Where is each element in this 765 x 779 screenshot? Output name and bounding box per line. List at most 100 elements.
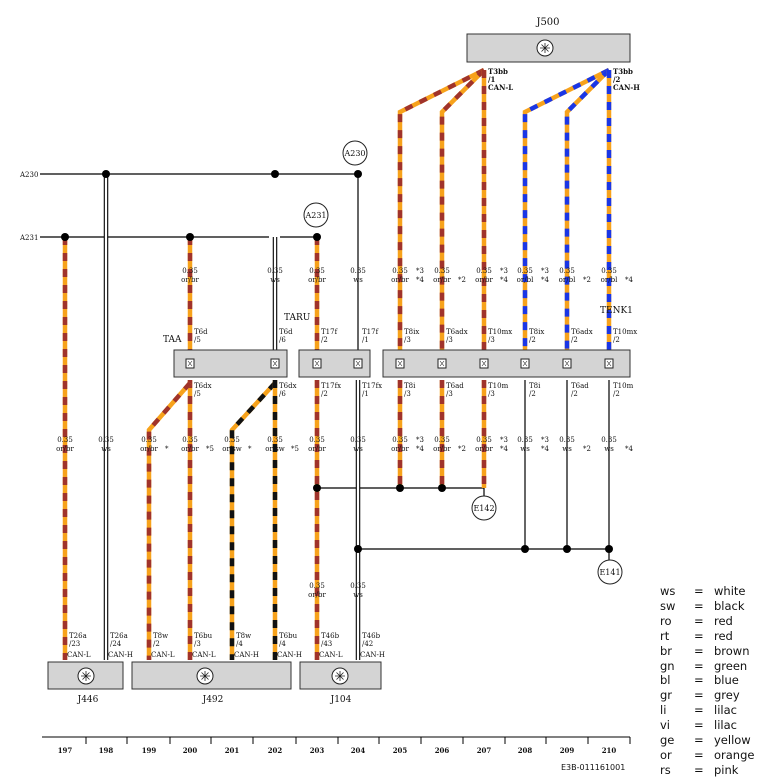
column-number: 201 (225, 746, 240, 755)
connector-pin-mark (272, 360, 278, 367)
wire-note: * (165, 445, 169, 453)
connector-id-top: T6adx (571, 328, 593, 336)
wire-note: *3 (541, 267, 549, 275)
wire-size-label: 0.35 (559, 436, 575, 444)
legend-eq: = (694, 598, 704, 613)
wire-note: *4 (541, 276, 550, 284)
column-number: 210 (602, 746, 617, 755)
legend-name: lilac (714, 718, 737, 733)
wire-note: *3 (500, 267, 508, 275)
wire-note: *5 (206, 445, 214, 453)
device-pin-number: /24 (110, 640, 122, 648)
wire-color-label: ws (353, 276, 363, 284)
wire-note: *3 (541, 436, 549, 444)
connector-pin-bottom: /6 (279, 390, 286, 398)
wire-206-top (439, 68, 486, 350)
device-pin-signal: CAN-H (234, 651, 259, 659)
wire-color-label: or/bl (517, 276, 534, 284)
wire-note: *4 (500, 276, 509, 284)
wire-size-label: 0.35 (224, 436, 240, 444)
wire-note: *4 (541, 445, 550, 453)
wire-size-label: 0.35 (434, 267, 450, 275)
device-pin-number: /2 (153, 640, 160, 648)
device-pin-number: /43 (321, 640, 332, 648)
wire-size-label: 0.35 (476, 267, 492, 275)
legend-row: br=brown (660, 644, 765, 659)
connector-pin-mark (355, 360, 361, 367)
legend-code: gn (660, 658, 675, 673)
wire-size-label: 0.35 (517, 267, 533, 275)
junction-dot (354, 545, 362, 553)
wire-note: *4 (416, 445, 425, 453)
connector-pin-top: /3 (488, 336, 495, 344)
legend-code: ge (660, 733, 675, 748)
device-pin-id: T46b (321, 632, 340, 640)
column-number: 198 (99, 746, 114, 755)
device-pin-number: /4 (236, 640, 243, 648)
wire-size-label: 0.35 (350, 582, 366, 590)
column-number: 207 (477, 746, 492, 755)
wire-color-label: or/br (181, 445, 199, 453)
wire-199-stripe (146, 381, 192, 660)
legend-code: rs (660, 762, 671, 777)
label-j500: J500 (535, 17, 559, 28)
wire-color-label: or/bl (559, 276, 576, 284)
legend-code: br (660, 643, 673, 658)
column-number: 205 (393, 746, 408, 755)
wire-note: *3 (416, 267, 424, 275)
label-tenk1: TENK1 (600, 306, 633, 316)
legend-code: li (660, 703, 667, 718)
wire-size-label: 0.35 (267, 436, 283, 444)
wire-note: *2 (583, 445, 591, 453)
column-number: 202 (268, 746, 283, 755)
junction-dot (313, 233, 321, 241)
connector-id-top: T6d (194, 328, 208, 336)
junction-dot (521, 545, 529, 553)
label-taru: TARU (284, 313, 311, 323)
wire-size-label: 0.35 (392, 267, 408, 275)
j500-pin-can-l: CAN-L (488, 83, 513, 92)
device-pin-signal: CAN-L (319, 651, 343, 659)
control-unit-j492-icon-glyph (200, 671, 210, 681)
legend-eq: = (694, 688, 704, 703)
control-unit-j446-icon-glyph (81, 671, 91, 681)
connector-pin-mark (606, 360, 612, 367)
wire-color-label: or/br (308, 591, 326, 599)
legend-row: ro=red (660, 614, 765, 629)
column-number: 206 (435, 746, 450, 755)
legend-eq: = (694, 584, 704, 598)
wire-color-label: ws (101, 445, 111, 453)
device-pin-signal: CAN-L (151, 651, 175, 659)
connector-pin-top: /3 (404, 336, 411, 344)
legend-name: red (714, 628, 733, 643)
device-pin-signal: CAN-L (67, 651, 91, 659)
wire-color-label: or/br (181, 276, 199, 284)
wire-size-label: 0.35 (350, 436, 366, 444)
node-a230-label: A230 (343, 149, 365, 158)
connector-id-bottom: T8i (529, 382, 541, 390)
wire-size-label: 0.35 (601, 267, 617, 275)
connector-pin-top: /1 (362, 336, 369, 344)
legend-name: green (714, 658, 748, 673)
wire-206-top-stripe (439, 68, 486, 350)
connector-id-bottom: T17fx (362, 382, 382, 390)
wire-note: *2 (583, 276, 591, 284)
connector-pin-mark (564, 360, 570, 367)
device-pin-id: T8w (153, 632, 168, 640)
junction-dot (61, 233, 69, 241)
wire-size-label: 0.35 (309, 436, 325, 444)
wire-color-label: or/br (475, 445, 493, 453)
wire-color-label: or/br (391, 276, 409, 284)
wire-color-label: or/sw (222, 445, 242, 453)
junction-dot (563, 545, 571, 553)
legend-row: li=lilac (660, 703, 765, 718)
wire-size-label: 0.35 (57, 436, 73, 444)
node-a230 (342, 140, 368, 166)
legend-eq: = (694, 762, 704, 777)
connector-id-top: T17f (321, 328, 339, 336)
wire-note: *2 (458, 276, 466, 284)
legend-eq: = (694, 613, 704, 628)
column-number: 203 (310, 746, 325, 755)
connector-id-top: T10mx (488, 328, 512, 336)
